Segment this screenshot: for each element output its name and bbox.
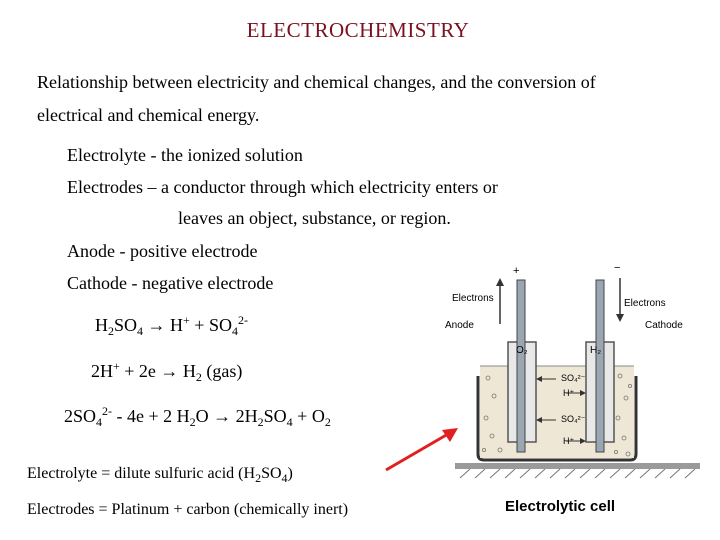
electrons-label-right: Electrons: [624, 298, 666, 309]
electrodes-definition-line-2: leaves an object, substance, or region.: [178, 208, 451, 228]
ion-arrowheads: [536, 376, 586, 444]
anode-terminal-sign: +: [513, 265, 520, 277]
electrodes-note: Electrodes = Platinum + carbon (chemical…: [27, 501, 349, 518]
anode-label: Anode: [445, 320, 474, 331]
electron-arrowhead-right: [616, 314, 624, 322]
page-title: ELECTROCHEMISTRY: [246, 18, 470, 42]
electrolytic-cell-diagram: [455, 278, 700, 479]
diagram-caption: Electrolytic cell: [505, 498, 616, 515]
cathode-definition: Cathode - negative electrode: [67, 273, 274, 293]
cathode-terminal-sign: −: [614, 262, 621, 274]
equation-dissociation: H2SO4 → H+ + SO42-: [95, 313, 248, 338]
intro-line-1: Relationship between electricity and che…: [37, 72, 596, 92]
ion-label-4: H⁺: [563, 436, 575, 446]
beaker: [476, 376, 638, 462]
hydrogen-label: H₂: [590, 345, 602, 356]
red-pointer-arrow: [385, 428, 458, 472]
electrolyte-note: Electrolyte = dilute sulfuric acid (H2SO…: [27, 465, 293, 485]
anode-definition: Anode - positive electrode: [67, 241, 258, 261]
equation-anode: 2SO42- - 4e + 2 H2O → 2H2SO4 + O2: [64, 404, 331, 429]
electrolyte-definition: Electrolyte - the ionized solution: [67, 145, 303, 165]
ion-label-3: SO₄²⁻: [561, 414, 586, 424]
cathode-label: Cathode: [645, 320, 683, 331]
bench-top: [455, 463, 700, 469]
bench-hatching: [459, 468, 696, 479]
cathode-electrode: [595, 279, 605, 453]
ion-label-1: SO₄²⁻: [561, 373, 586, 383]
oxygen-label: O₂: [516, 345, 528, 356]
equation-cathode: 2H+ + 2e → H2 (gas): [91, 359, 243, 384]
intro-line-2: electrical and chemical energy.: [37, 105, 260, 125]
anode-electrode: [516, 279, 526, 453]
electrons-label-left: Electrons: [452, 293, 494, 304]
electron-arrowhead-left: [496, 278, 504, 286]
electrodes-definition-line-1: Electrodes – a conductor through which e…: [67, 177, 498, 197]
ion-label-2: H⁺: [563, 388, 575, 398]
